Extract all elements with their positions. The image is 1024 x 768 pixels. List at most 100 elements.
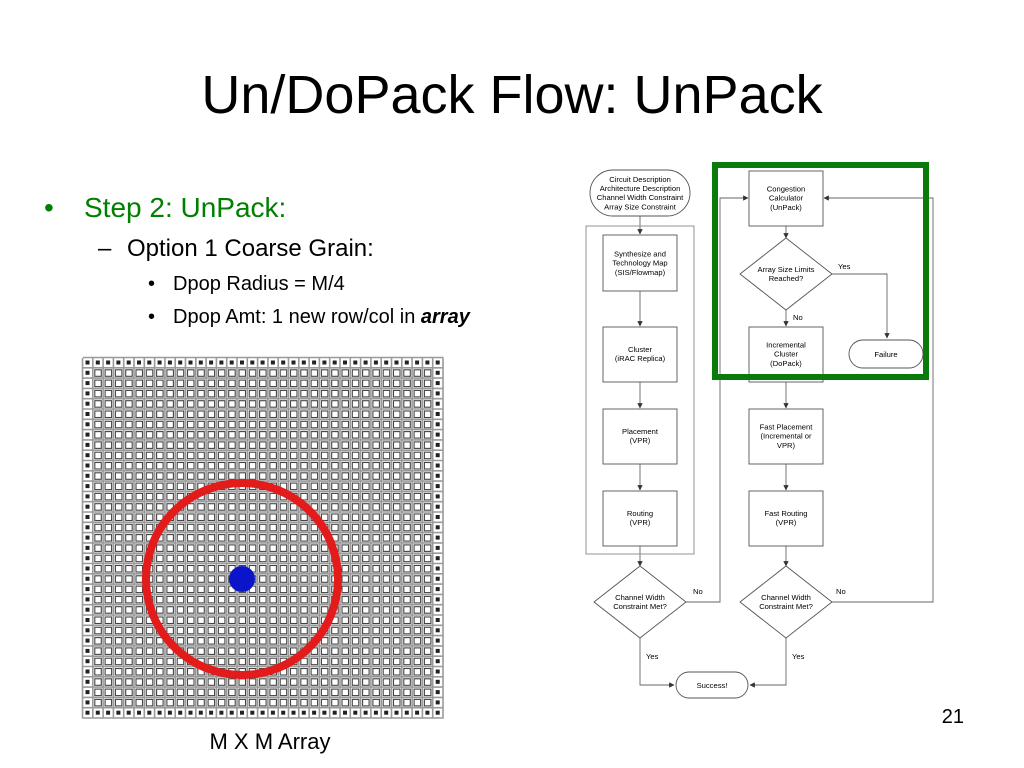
logic-block	[362, 657, 370, 666]
logic-block	[341, 503, 350, 511]
cluster-line: Cluster	[628, 345, 653, 354]
logic-block	[341, 595, 350, 604]
logic-block	[186, 431, 195, 439]
logic-block	[403, 698, 411, 707]
io-pad	[425, 710, 430, 715]
logic-block	[166, 492, 174, 501]
logic-block	[269, 626, 277, 635]
logic-block	[166, 606, 174, 614]
logic-block	[413, 534, 422, 542]
logic-block	[351, 647, 360, 655]
logic-block	[289, 410, 298, 419]
logic-block	[413, 647, 422, 655]
logic-block	[125, 637, 133, 645]
logic-block	[238, 472, 247, 480]
io-pad	[435, 690, 440, 695]
logic-block	[310, 544, 319, 552]
logic-block	[104, 647, 113, 655]
logic-block	[104, 410, 113, 419]
logic-block	[372, 369, 380, 377]
start-line: Channel Width Constraint	[597, 193, 684, 202]
io-pad	[435, 504, 440, 509]
logic-block	[114, 688, 123, 697]
logic-block	[94, 657, 102, 666]
logic-block	[289, 379, 298, 388]
io-pad	[219, 710, 224, 715]
logic-block	[145, 431, 154, 439]
io-pad	[157, 360, 162, 365]
logic-block	[300, 379, 308, 388]
logic-block	[372, 461, 380, 470]
logic-block	[125, 534, 133, 542]
logic-block	[382, 575, 391, 583]
logic-block	[259, 389, 267, 398]
logic-block	[248, 626, 257, 635]
io-pad	[260, 360, 265, 365]
logic-block	[300, 606, 308, 614]
logic-block	[176, 410, 185, 419]
logic-block	[372, 482, 380, 491]
io-pad	[435, 381, 440, 386]
logic-block	[197, 698, 205, 707]
logic-block	[269, 503, 277, 511]
logic-block	[351, 688, 360, 697]
io-pad	[435, 360, 440, 365]
logic-block	[259, 637, 267, 645]
logic-block	[269, 441, 277, 449]
io-pad	[85, 556, 90, 561]
logic-block	[413, 544, 422, 552]
io-pad	[435, 422, 440, 427]
logic-block	[259, 595, 267, 604]
logic-block	[269, 554, 277, 563]
logic-block	[156, 420, 164, 429]
logic-block	[94, 544, 102, 552]
logic-block	[104, 492, 113, 501]
froute-line: Fast Routing	[764, 509, 807, 518]
logic-block	[403, 564, 411, 573]
logic-block	[300, 369, 308, 377]
logic-block	[217, 647, 226, 655]
logic-block	[341, 451, 350, 460]
logic-block	[310, 554, 319, 563]
logic-block	[423, 554, 432, 563]
io-pad	[415, 710, 420, 715]
logic-block	[248, 451, 257, 460]
logic-block	[186, 616, 195, 625]
logic-block	[269, 523, 277, 532]
logic-block	[228, 678, 236, 686]
logic-block	[279, 472, 288, 480]
logic-block	[413, 523, 422, 532]
logic-block	[341, 441, 350, 449]
logic-block	[207, 451, 216, 460]
logic-block	[197, 647, 205, 655]
logic-block	[207, 585, 216, 594]
logic-block	[362, 534, 370, 542]
logic-block	[289, 534, 298, 542]
io-pad	[353, 360, 358, 365]
logic-block	[413, 472, 422, 480]
io-pad	[301, 360, 306, 365]
logic-block	[94, 616, 102, 625]
logic-block	[125, 688, 133, 697]
failure-terminal: Failure	[848, 339, 924, 369]
logic-block	[362, 554, 370, 563]
logic-block	[135, 369, 144, 377]
logic-block	[176, 441, 185, 449]
logic-block	[413, 637, 422, 645]
logic-block	[289, 667, 298, 676]
logic-block	[125, 523, 133, 532]
logic-block	[197, 410, 205, 419]
logic-block	[228, 554, 236, 563]
logic-block	[166, 441, 174, 449]
logic-block	[259, 564, 267, 573]
logic-block	[259, 513, 267, 522]
logic-block	[351, 431, 360, 439]
logic-block	[423, 595, 432, 604]
logic-block	[413, 688, 422, 697]
logic-block	[186, 420, 195, 429]
logic-block	[94, 678, 102, 686]
logic-block	[289, 400, 298, 408]
logic-block	[423, 410, 432, 419]
logic-block	[207, 400, 216, 408]
